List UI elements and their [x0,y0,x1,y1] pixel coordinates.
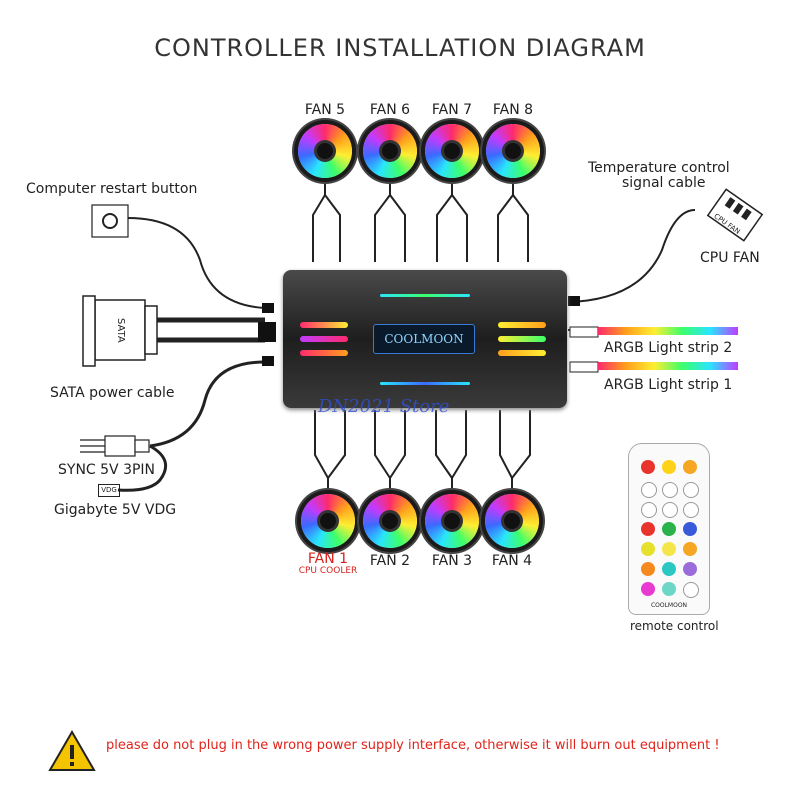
restart-button-label: Computer restart button [26,181,198,197]
fan-2 [357,488,423,554]
fan-7 [419,118,485,184]
orange-button-icon [683,542,697,556]
fan-7-label: FAN 7 [431,102,473,118]
fan-6-label: FAN 6 [369,102,411,118]
amber-button-icon [641,562,655,576]
remote-brand: COOLMOON [650,602,688,609]
argb-strip-1-label: ARGB Light strip 1 [604,377,733,393]
mode-button-icon [683,460,697,474]
purple-button-icon [683,562,697,576]
down-button-icon [641,502,657,518]
argb-strip-2-label: ARGB Light strip 2 [604,340,733,356]
hub-logo: COOLMOON [373,324,475,354]
hub-led-left-1 [300,322,348,328]
fan-3-label: FAN 3 [431,553,473,569]
fan-3 [419,488,485,554]
temp-cable-label-line2: signal cable [622,175,706,191]
bright-down-icon [683,502,699,518]
diagram-title: CONTROLLER INSTALLATION DIAGRAM [154,34,646,62]
warning-text: please do not plug in the wrong power su… [106,738,720,753]
vdg-icon-label: VDG [98,484,120,497]
yellow-button-icon [641,542,655,556]
hub-led-right-3 [498,350,546,356]
sync-label: SYNC 5V 3PIN [58,462,156,478]
fan-2-label: FAN 2 [369,553,411,569]
teal-button-icon [662,582,676,596]
hub-led-bottom [380,382,470,385]
fan-8 [480,118,546,184]
hub-led-right-2 [498,336,546,342]
magenta-button-icon [641,582,655,596]
bright-up-icon [683,482,699,498]
up-button-icon [641,482,657,498]
fan-1-sublabel: CPU COOLER [298,566,358,576]
vdg-label: Gigabyte 5V VDG [54,502,177,518]
white-button-icon [683,582,699,598]
sata-cable-label: SATA power cable [50,385,175,401]
watermark: DN2021 Store [318,396,450,417]
speed-button-icon [662,482,678,498]
blue-button-icon [683,522,697,536]
power-button-icon [641,460,655,474]
play-button-icon [662,460,676,474]
remote-control-label: remote control [630,619,719,633]
fan-4 [479,488,545,554]
remote-control: COOLMOON [628,443,710,615]
sata-icon-label: SATA [115,318,126,343]
fan-6 [357,118,423,184]
temp-cable-label-line1: Temperature control [588,160,730,176]
hub-led-left-2 [300,336,348,342]
cpu-fan-label: CPU FAN [700,250,760,266]
red-button-icon [641,522,655,536]
cyan-button-icon [662,562,676,576]
green-button-icon [662,522,676,536]
lightyellow-button-icon [662,542,676,556]
hub-led-right-1 [498,322,546,328]
speed-down-icon [662,502,678,518]
fan-5-label: FAN 5 [304,102,346,118]
fan-1 [295,488,361,554]
fan-8-label: FAN 8 [492,102,534,118]
fan-5 [292,118,358,184]
fan-4-label: FAN 4 [491,553,533,569]
hub-led-left-3 [300,350,348,356]
fan-1-label: FAN 1 [307,551,349,567]
hub-led-top [380,294,470,297]
